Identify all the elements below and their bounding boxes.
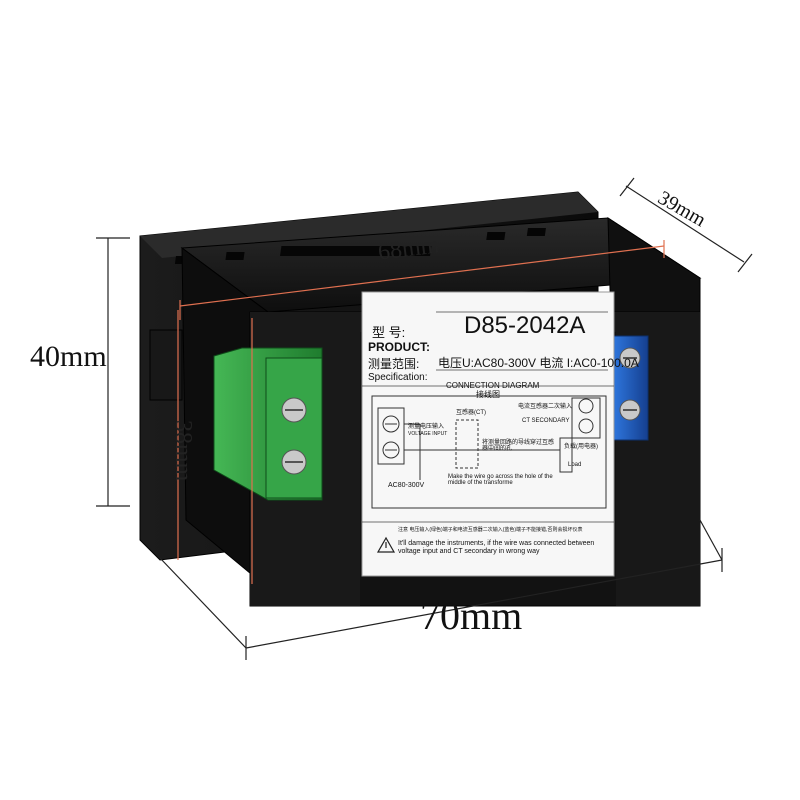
voltage-input-en: VOLTAGE INPUT: [408, 431, 448, 437]
spec-en: Specification:: [368, 372, 428, 383]
voltage-input-cn: 测量电压输入: [408, 424, 445, 430]
spec-value: 电压U:AC80-300V 电流 I:AC0-100.0A: [438, 356, 639, 370]
ct-label: 互感器(CT): [456, 410, 486, 416]
diagram-title-en: CONNECTION DIAGRAM: [446, 381, 540, 390]
product-label: PRODUCT:: [368, 340, 430, 354]
warning-en: It'll damage the instruments, if the wir…: [398, 540, 595, 556]
inner-dimension-lines: [177, 240, 665, 584]
ct-secondary-cn: 电流互感器二次输入: [518, 404, 573, 410]
width-dimension-label: 70mm: [420, 593, 523, 638]
diagram-title-cn: 接线图: [476, 390, 500, 399]
load-cn: 负载(用电器): [564, 444, 598, 450]
height-dimension-label: 40mm: [30, 340, 107, 373]
wire-instruction-cn: 将测量回路的导线穿过互感器中间的孔: [482, 440, 555, 452]
spec-label: [361, 291, 615, 577]
warning-cn: 注意 电压输入(绿色)端子和电流互感器二次输入(蓝色)端子不能接错,否则会损坏仪…: [398, 527, 583, 533]
load-en: Load: [568, 462, 582, 468]
spec-cn: 测量范围:: [368, 357, 420, 371]
ct-secondary-en: CT SECONDARY: [522, 418, 570, 424]
dimension-lines: [96, 177, 753, 660]
model-prefix: 型 号:: [372, 325, 406, 340]
inner-height-dimension-label: 38mm: [170, 420, 196, 482]
wire-instruction-en: Make the wire go across the hole of the …: [448, 474, 553, 486]
blue-terminal-block: [611, 335, 649, 441]
green-terminal-block: [213, 347, 323, 501]
ac-range: AC80-300V: [388, 482, 425, 489]
model-number: D85-2042A: [464, 312, 586, 339]
